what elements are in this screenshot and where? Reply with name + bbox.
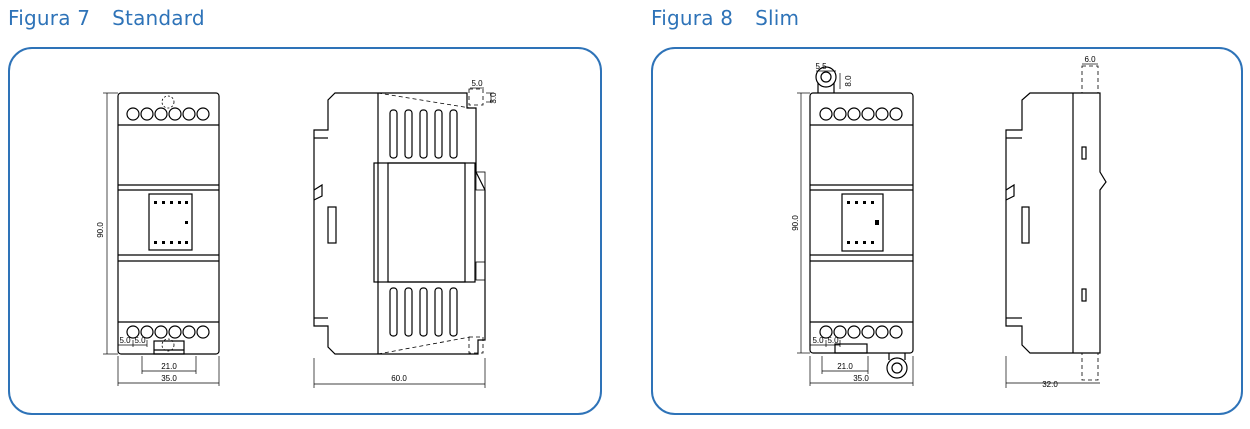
fig8-depth-label: 32.0 (1042, 380, 1058, 389)
figure-8-side-view (1005, 92, 1107, 354)
fig8-height-label: 90.0 (791, 215, 800, 231)
fig7-width-total-label: 35.0 (161, 374, 177, 383)
fig8-side-top-label: 6.0 (1084, 55, 1096, 64)
figure-7-number: Figura 7 (8, 6, 91, 30)
fig8-width-total-label: 35.0 (853, 374, 869, 383)
fig8-terminal-a-label: 5.0 (812, 336, 824, 345)
fig7-depth-label: 60.0 (391, 374, 407, 383)
figure-8-front-view (809, 66, 914, 379)
fig7-top-height-label: 3.0 (489, 92, 498, 104)
fig8-terminal-b-label: 5.0 (827, 336, 839, 345)
figure-8-name: Slim (755, 6, 800, 30)
figure-8-title: Figura 8 Slim (651, 6, 799, 30)
figure-8-number: Figura 8 (651, 6, 734, 30)
figure-7-name: Standard (112, 6, 205, 30)
fig7-terminal-a-label: 5.0 (119, 336, 131, 345)
figure-7-front-view (117, 92, 220, 355)
fig8-width-inner-label: 21.0 (837, 362, 853, 371)
figure-8-panel (651, 47, 1243, 415)
fig8-top-height-label: 8.0 (844, 75, 853, 87)
fig7-height-label: 90.0 (96, 222, 105, 238)
fig7-width-inner-label: 21.0 (161, 362, 177, 371)
fig7-top-width-label: 5.0 (471, 79, 483, 88)
fig7-terminal-b-label: 5.0 (134, 336, 146, 345)
figure-7-side-view (313, 92, 486, 355)
figure-7-title: Figura 7 Standard (8, 6, 205, 30)
fig8-top-width-label: 5.5 (815, 62, 827, 71)
